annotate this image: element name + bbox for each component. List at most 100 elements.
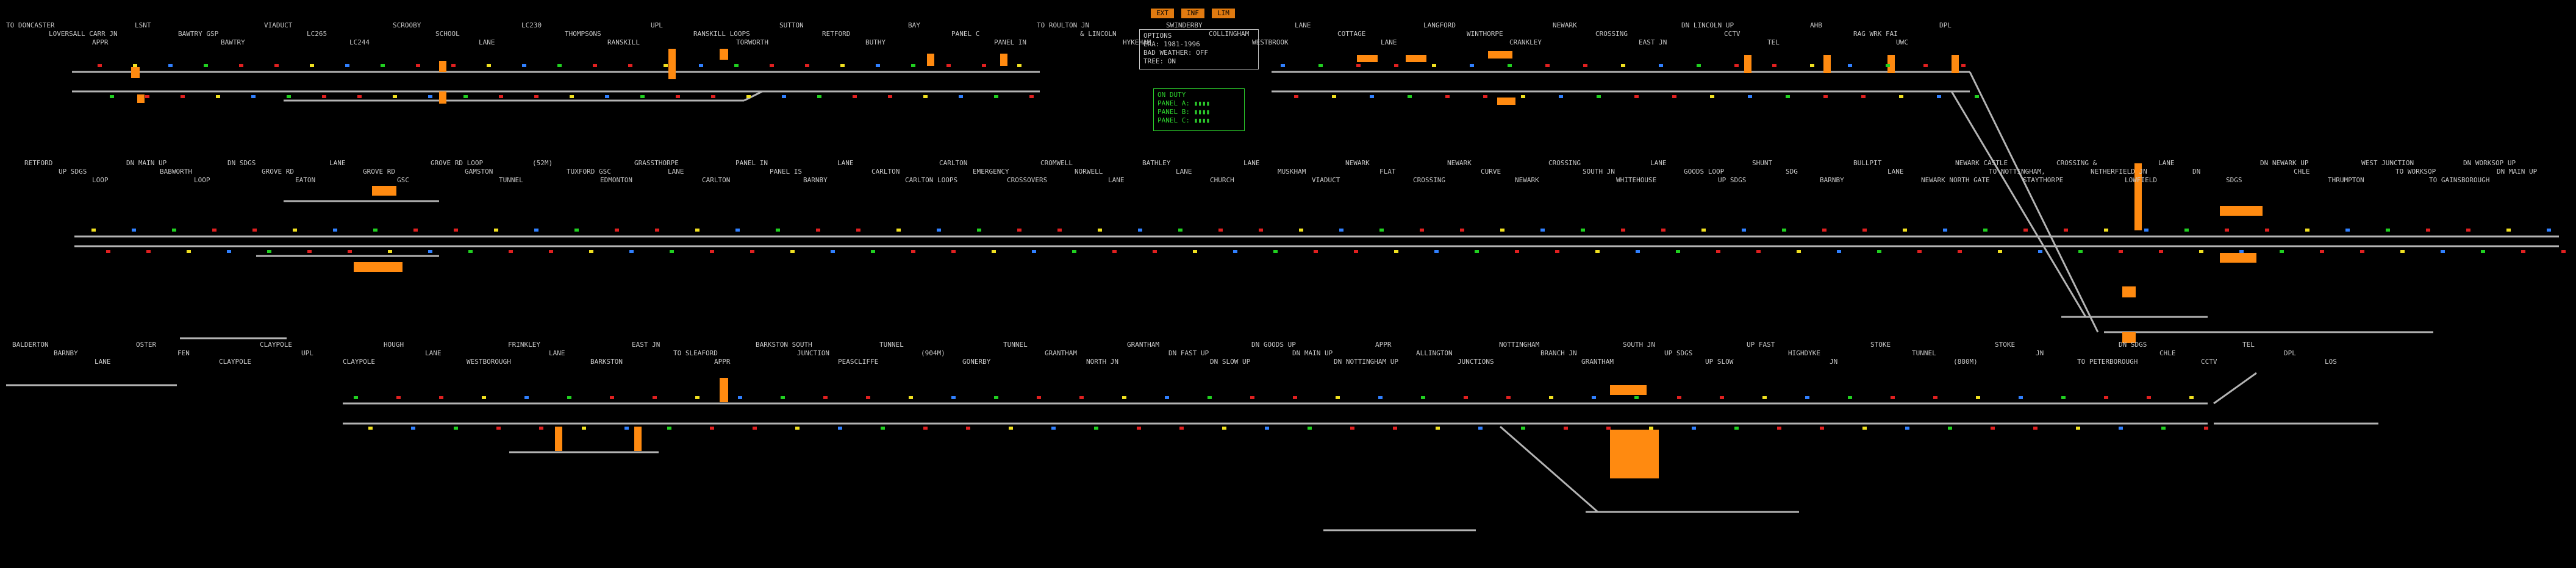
signal-aspect[interactable] xyxy=(1464,396,1468,399)
signal-aspect[interactable] xyxy=(795,427,800,430)
signal-aspect[interactable] xyxy=(1716,250,1720,253)
signal-aspect[interactable] xyxy=(2360,250,2364,253)
signal-aspect[interactable] xyxy=(1905,427,1909,430)
signal-aspect[interactable] xyxy=(1356,64,1361,67)
signal-aspect[interactable] xyxy=(2199,250,2203,253)
signal-aspect[interactable] xyxy=(937,229,941,232)
signal-aspect[interactable] xyxy=(416,64,420,67)
signal-aspect[interactable] xyxy=(1193,250,1197,253)
signal-aspect[interactable] xyxy=(695,229,699,232)
signal-aspect[interactable] xyxy=(582,427,586,430)
signal-aspect[interactable] xyxy=(966,427,970,430)
signal-aspect[interactable] xyxy=(992,250,996,253)
signal-aspect[interactable] xyxy=(911,64,915,67)
signal-aspect[interactable] xyxy=(239,64,243,67)
signal-aspect[interactable] xyxy=(676,95,680,98)
signal-aspect[interactable] xyxy=(106,250,110,253)
signal-aspect[interactable] xyxy=(1029,95,1034,98)
signal-aspect[interactable] xyxy=(896,229,901,232)
signal-aspect[interactable] xyxy=(1933,396,1937,399)
signal-aspect[interactable] xyxy=(1592,396,1596,399)
signal-aspect[interactable] xyxy=(610,396,614,399)
signal-aspect[interactable] xyxy=(781,396,785,399)
signal-aspect[interactable] xyxy=(1308,427,1312,430)
signal-aspect[interactable] xyxy=(1436,427,1440,430)
signal-aspect[interactable] xyxy=(2076,427,2080,430)
signal-aspect[interactable] xyxy=(373,229,377,232)
signal-aspect[interactable] xyxy=(881,427,885,430)
signal-aspect[interactable] xyxy=(267,250,271,253)
signal-aspect[interactable] xyxy=(1848,396,1852,399)
signal-aspect[interactable] xyxy=(110,95,114,98)
signal-aspect[interactable] xyxy=(181,95,185,98)
signal-aspect[interactable] xyxy=(1265,427,1269,430)
signal-aspect[interactable] xyxy=(2561,250,2566,253)
signal-aspect[interactable] xyxy=(1862,427,1867,430)
signal-aspect[interactable] xyxy=(1649,427,1653,430)
signal-aspect[interactable] xyxy=(871,250,875,253)
signal-aspect[interactable] xyxy=(1072,250,1076,253)
signal-aspect[interactable] xyxy=(640,95,645,98)
signal-aspect[interactable] xyxy=(1877,250,1881,253)
signal-aspect[interactable] xyxy=(856,229,860,232)
signal-aspect[interactable] xyxy=(1677,396,1681,399)
signal-aspect[interactable] xyxy=(699,64,703,67)
signals[interactable] xyxy=(91,64,2566,430)
signal-aspect[interactable] xyxy=(711,95,715,98)
signal-aspect[interactable] xyxy=(1891,396,1895,399)
signal-aspect[interactable] xyxy=(1720,396,1724,399)
signal-aspect[interactable] xyxy=(615,229,619,232)
signal-aspect[interactable] xyxy=(909,396,913,399)
signal-aspect[interactable] xyxy=(1734,427,1739,430)
signal-aspect[interactable] xyxy=(1948,427,1952,430)
signal-aspect[interactable] xyxy=(2466,229,2470,232)
signal-aspect[interactable] xyxy=(695,396,699,399)
signal-aspect[interactable] xyxy=(1923,64,1928,67)
signal-aspect[interactable] xyxy=(1378,396,1383,399)
signal-aspect[interactable] xyxy=(2280,250,2284,253)
signal-aspect[interactable] xyxy=(1350,427,1354,430)
signal-aspect[interactable] xyxy=(570,95,574,98)
signal-aspect[interactable] xyxy=(2204,427,2208,430)
signal-aspect[interactable] xyxy=(252,229,257,232)
signal-aspect[interactable] xyxy=(411,427,415,430)
signal-aspect[interactable] xyxy=(1943,229,1947,232)
signal-aspect[interactable] xyxy=(951,396,956,399)
signal-aspect[interactable] xyxy=(212,229,216,232)
signal-aspect[interactable] xyxy=(381,64,385,67)
signal-aspect[interactable] xyxy=(1434,250,1439,253)
signal-aspect[interactable] xyxy=(1336,396,1340,399)
signal-aspect[interactable] xyxy=(2189,396,2194,399)
options-panel[interactable]: OPTIONS ERA: 1981-1996 BAD WEATHER: OFF … xyxy=(1139,29,1259,69)
signal-aspect[interactable] xyxy=(396,396,401,399)
signal-aspect[interactable] xyxy=(1564,427,1568,430)
signal-aspect[interactable] xyxy=(482,396,486,399)
signal-aspect[interactable] xyxy=(454,427,458,430)
signal-aspect[interactable] xyxy=(1861,95,1866,98)
signal-aspect[interactable] xyxy=(1506,396,1511,399)
signal-aspect[interactable] xyxy=(2386,229,2390,232)
signal-aspect[interactable] xyxy=(1379,229,1384,232)
options-tree[interactable]: TREE: ON xyxy=(1143,57,1176,65)
lim-button[interactable]: LIM xyxy=(1212,9,1235,18)
signal-aspect[interactable] xyxy=(667,427,671,430)
signal-aspect[interactable] xyxy=(146,250,151,253)
signal-aspect[interactable] xyxy=(1756,250,1761,253)
signal-aspect[interactable] xyxy=(1975,95,1979,98)
signal-aspect[interactable] xyxy=(1273,250,1278,253)
signal-aspect[interactable] xyxy=(1112,250,1117,253)
signal-aspect[interactable] xyxy=(1017,64,1021,67)
signal-aspect[interactable] xyxy=(1772,64,1776,67)
signal-aspect[interactable] xyxy=(982,64,986,67)
signal-aspect[interactable] xyxy=(428,95,432,98)
signal-aspect[interactable] xyxy=(624,427,629,430)
signal-aspect[interactable] xyxy=(923,95,928,98)
signal-aspect[interactable] xyxy=(2345,229,2350,232)
signal-aspect[interactable] xyxy=(1820,427,1824,430)
signal-aspect[interactable] xyxy=(509,250,513,253)
signal-aspect[interactable] xyxy=(1521,427,1525,430)
signal-aspect[interactable] xyxy=(1581,229,1585,232)
signal-aspect[interactable] xyxy=(1998,250,2002,253)
signal-aspect[interactable] xyxy=(946,64,951,67)
signal-aspect[interactable] xyxy=(1917,250,1922,253)
